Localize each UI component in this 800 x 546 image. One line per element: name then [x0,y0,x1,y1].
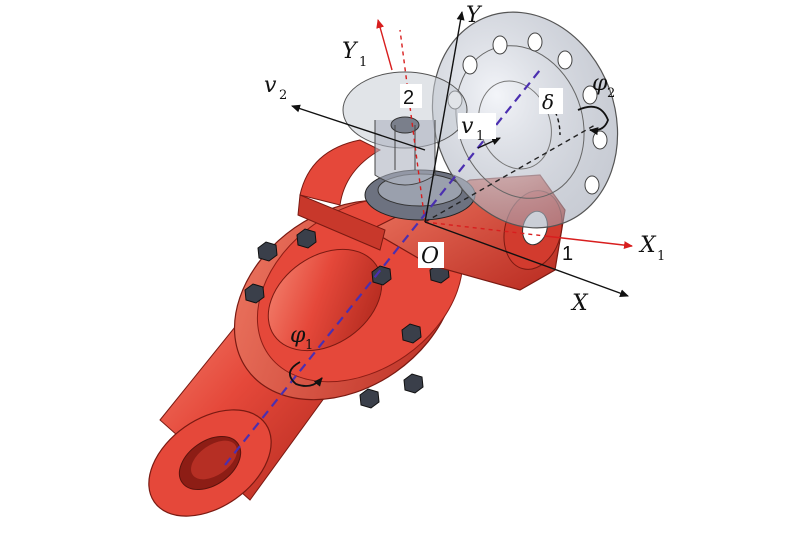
Y1-axis-dashed [399,29,426,223]
label-v1-sub: 1 [476,129,484,144]
label-delta: δ [542,90,554,114]
v1-axis [477,137,501,149]
label-X1: X [638,233,657,258]
label-Y1: Y [342,39,359,64]
output-flange-transparent [431,11,619,229]
label-Y: Y [466,3,483,28]
label-X: X [570,291,589,316]
Y-axis [424,11,465,223]
label-v2-sub: 2 [279,88,287,103]
label-part-1: 1 [562,243,573,265]
flange-bolts [244,228,450,409]
bearing-cap-transparent [342,71,468,186]
label-phi1: φ [290,323,306,348]
bolt [296,228,317,249]
label-box-delta [539,88,563,114]
label-box-v1 [458,113,496,139]
X1-axis [544,235,633,250]
label-v1: v [461,114,474,139]
label-X1-sub: 1 [657,249,665,264]
v2-axis [291,104,426,151]
label-Y1-sub: 1 [359,55,367,70]
X-axis [424,221,629,298]
bolt [359,388,380,409]
label-box-O [418,242,444,268]
phi2-rotation-arrow [577,105,609,136]
bolt [403,373,424,394]
bolt [257,241,278,262]
Y1-axis [376,19,393,71]
label-part-2: 2 [403,87,414,109]
bolt [401,323,422,344]
phi1-rotation-arrow [289,361,323,387]
label-O: O [421,244,439,269]
label-v2: v [264,73,277,98]
label-box-2 [400,84,422,108]
label-phi1-sub: 1 [305,338,313,353]
bolt [244,283,265,304]
label-phi2: φ [592,71,608,96]
output-shaft-axis [424,124,596,223]
bolt [371,265,392,286]
label-phi2-sub: 2 [607,86,615,101]
